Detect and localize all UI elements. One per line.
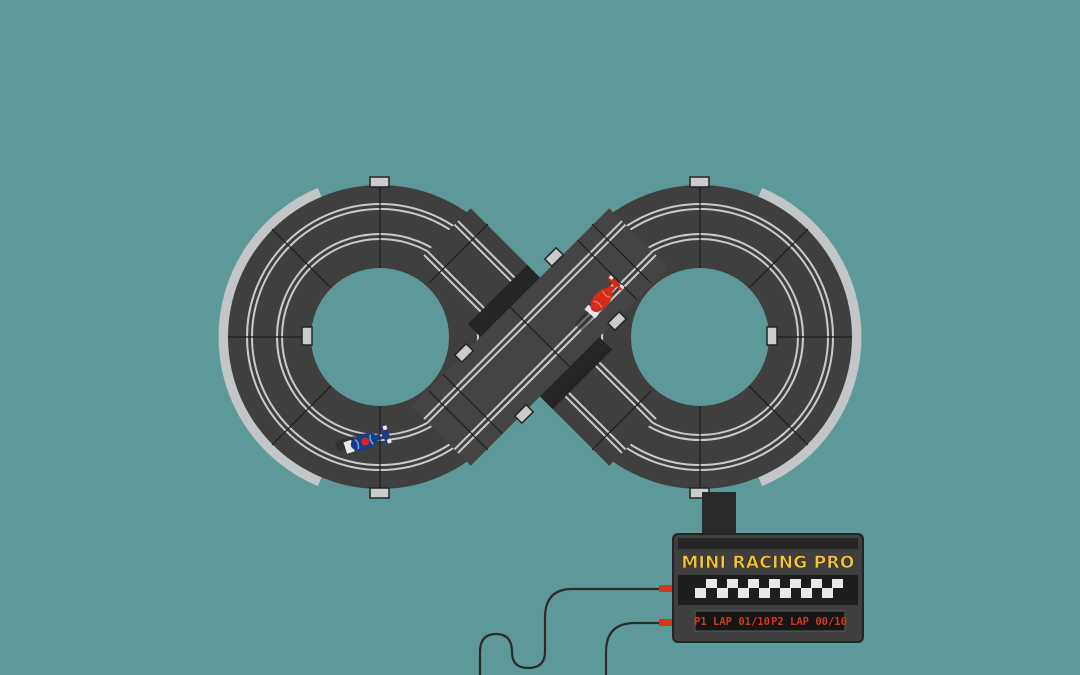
car-p2-red[interactable] <box>571 275 625 333</box>
p1-lap-counter: P1 LAP 01/10 <box>694 616 770 628</box>
p2-lap-counter: P2 LAP 00/10 <box>771 616 847 628</box>
controller-title: MINI RACING PRO <box>681 553 854 573</box>
track-connector <box>702 492 736 536</box>
controller-box <box>672 533 864 643</box>
track-clips <box>301 176 778 499</box>
checkered-flag <box>695 579 843 598</box>
car-p1-blue[interactable] <box>334 425 392 459</box>
controller-plugs <box>659 585 673 626</box>
track-crossover <box>411 208 669 466</box>
controller-cables <box>478 587 660 675</box>
